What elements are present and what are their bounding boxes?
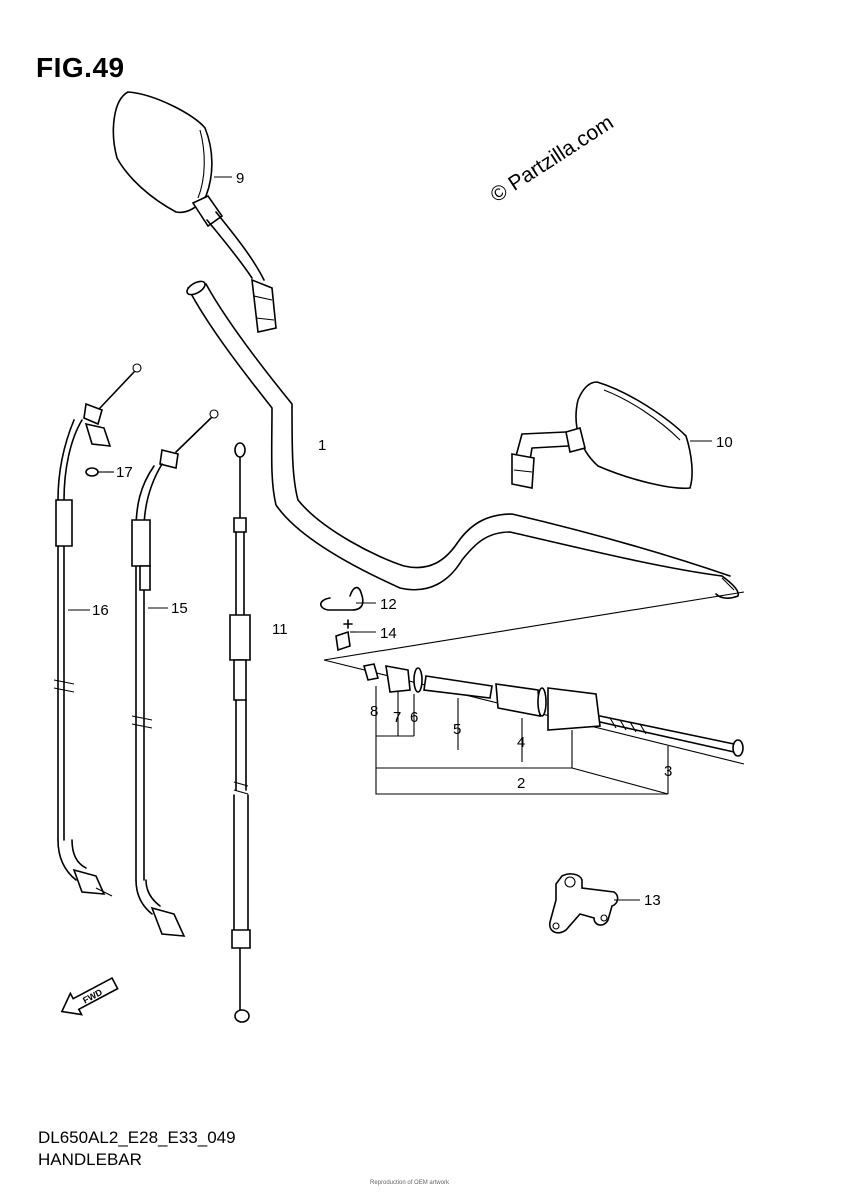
assembly-reference-lines bbox=[323, 591, 745, 765]
callout-11: 11 bbox=[272, 621, 288, 638]
callout-12: 12 bbox=[380, 596, 397, 613]
throttle-cable-15[interactable] bbox=[131, 409, 219, 937]
callout-2: 2 bbox=[517, 775, 525, 792]
figure-title: FIG.49 bbox=[36, 52, 125, 83]
callout-8: 8 bbox=[370, 703, 378, 720]
callout-14: 14 bbox=[380, 625, 397, 642]
credit-line: Reproduction of OEM artwork bbox=[370, 1180, 450, 1186]
callout-6: 6 bbox=[410, 709, 418, 726]
leader-lines bbox=[68, 176, 712, 901]
bolt-14[interactable] bbox=[335, 619, 356, 652]
screw-17[interactable] bbox=[85, 467, 110, 477]
holder-bracket-13[interactable] bbox=[548, 873, 619, 934]
section-name: HANDLEBAR bbox=[38, 1150, 142, 1169]
handlebar-tube[interactable] bbox=[185, 279, 740, 599]
callout-7: 7 bbox=[393, 709, 401, 726]
callout-15: 15 bbox=[171, 600, 188, 617]
clutch-cable-11[interactable] bbox=[229, 442, 251, 1023]
fwd-arrow: FWD bbox=[60, 976, 119, 1016]
callout-16: 16 bbox=[92, 602, 109, 619]
mirror-left[interactable] bbox=[112, 91, 277, 333]
throttle-cable-16[interactable] bbox=[53, 363, 142, 897]
model-code: DL650AL2_E28_E33_049 bbox=[38, 1128, 236, 1147]
callout-13: 13 bbox=[644, 892, 661, 909]
callout-17: 17 bbox=[116, 464, 133, 481]
callout-9: 9 bbox=[236, 170, 244, 187]
bar-end-parts[interactable] bbox=[362, 663, 744, 757]
callout-4: 4 bbox=[517, 734, 525, 751]
mirror-right[interactable] bbox=[511, 381, 693, 490]
callout-5: 5 bbox=[453, 721, 461, 738]
clip-12[interactable] bbox=[319, 586, 364, 611]
callout-3: 3 bbox=[664, 763, 672, 780]
callout-1: 1 bbox=[318, 437, 326, 454]
callout-10: 10 bbox=[716, 434, 733, 451]
